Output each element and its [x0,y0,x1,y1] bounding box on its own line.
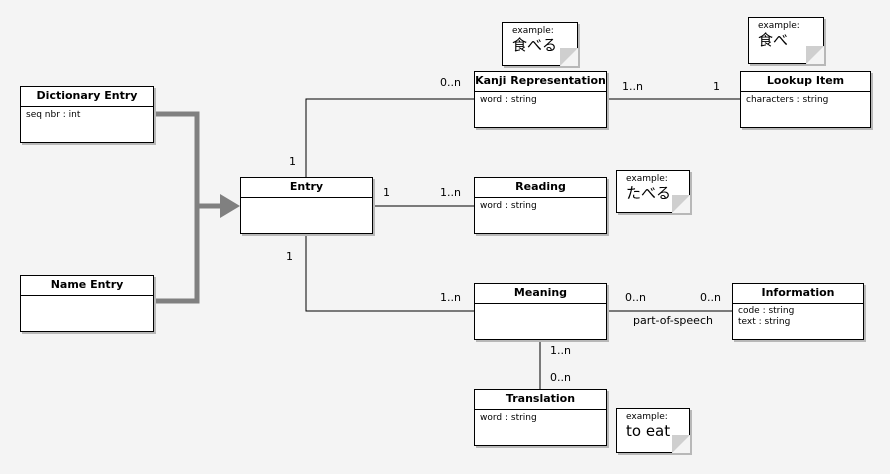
association-entry-kanji [305,98,474,178]
class-title: Lookup Item [741,72,870,92]
class-lookup-item[interactable]: Lookup Item characters : string [740,71,871,128]
class-entry[interactable]: Entry [240,177,373,234]
note-label: example: [626,412,668,422]
class-name-entry[interactable]: Name Entry [20,275,154,332]
multiplicity-label: 1..n [622,80,643,93]
class-title: Name Entry [21,276,153,296]
multiplicity-label: 0..n [700,291,721,304]
class-dictionary-entry[interactable]: Dictionary Entry seq nbr : int [20,86,154,143]
note-lookup-example: example: 食べ [748,17,824,64]
association-entry-meaning [305,234,474,312]
class-attribute: word : string [480,413,537,423]
class-title: Entry [241,178,372,198]
class-title: Dictionary Entry [21,87,153,107]
note-fold-corner [672,435,690,453]
generalization-line-dictionary-entry [154,111,225,209]
generalization-arrowhead [220,194,240,218]
generalization-line-name-entry [154,206,200,304]
class-title: Meaning [475,284,606,304]
note-translation-example: example: to eat [616,408,690,453]
class-attribute: word : string [480,201,537,211]
note-fold-corner [806,46,824,64]
note-reading-example: example: たべる [616,170,690,213]
multiplicity-label: 1 [286,250,293,263]
multiplicity-label: 1..n [440,186,461,199]
multiplicity-label: 0..n [440,76,461,89]
multiplicity-label: 1 [383,186,390,199]
class-attribute: text : string [738,317,791,327]
class-attribute: code : string [738,306,795,316]
class-kanji-representation[interactable]: Kanji Representation word : string [474,71,607,128]
note-label: example: [758,21,800,31]
note-label: example: [512,26,554,36]
note-fold-corner [672,195,690,213]
class-title: Information [733,284,863,304]
multiplicity-label: 0..n [625,291,646,304]
class-attribute: seq nbr : int [26,110,81,120]
multiplicity-label: 1..n [550,344,571,357]
class-title: Reading [475,178,606,198]
class-title: Kanji Representation [475,72,606,92]
class-meaning[interactable]: Meaning [474,283,607,340]
multiplicity-label: 1 [289,155,296,168]
note-value: 食べる [512,36,558,54]
class-information[interactable]: Information code : string text : string [732,283,864,340]
note-kanji-example: example: 食べる [502,22,578,66]
class-title: Translation [475,390,606,410]
note-label: example: [626,174,668,184]
note-value: 食べ [758,31,789,49]
note-value: to eat [626,422,671,440]
note-fold-corner [560,48,578,66]
class-attribute: characters : string [746,95,829,105]
class-translation[interactable]: Translation word : string [474,389,607,446]
multiplicity-label: 1..n [440,291,461,304]
class-reading[interactable]: Reading word : string [474,177,607,234]
multiplicity-label: 0..n [550,371,571,384]
note-value: たべる [626,184,672,202]
association-label: part-of-speech [633,314,713,327]
multiplicity-label: 1 [713,80,720,93]
class-attribute: word : string [480,95,537,105]
